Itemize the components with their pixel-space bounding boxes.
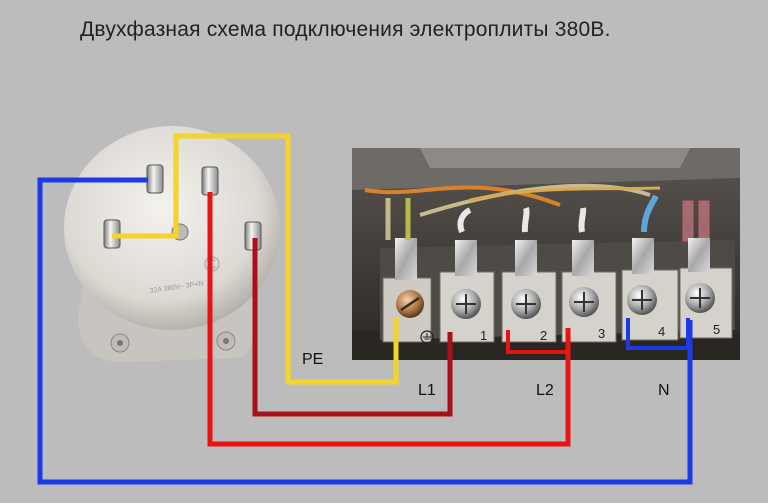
ground-terminal xyxy=(382,198,434,344)
socket-pin-l2 xyxy=(201,166,219,196)
wire-l2 xyxy=(207,192,571,447)
terminal-number: 2 xyxy=(540,328,547,343)
terminal-number: 3 xyxy=(598,326,605,341)
label-n: N xyxy=(658,382,670,399)
socket-pin-n xyxy=(146,164,164,194)
terminal-4: 4 xyxy=(621,194,679,341)
ground-symbol-icon xyxy=(420,330,434,344)
wire-l1 xyxy=(252,238,453,417)
terminal-5: 5 xyxy=(679,199,733,339)
terminal-1: 1 xyxy=(439,207,495,343)
terminal-number: 1 xyxy=(480,328,487,343)
label-l2: L2 xyxy=(536,382,554,399)
terminal-number: 4 xyxy=(658,324,665,339)
terminal-number: 5 xyxy=(713,322,720,337)
stove-socket: 32A 380V~ 3P+N xyxy=(64,126,280,362)
terminal-2: 2 xyxy=(501,207,557,343)
terminal-3: 3 xyxy=(561,207,617,343)
label-pe: PE xyxy=(302,351,323,368)
label-l1: L1 xyxy=(418,382,436,399)
wire-pe xyxy=(112,133,399,385)
wire-n xyxy=(37,177,693,485)
diagram-title: Двухфазная схема подключения электроплит… xyxy=(80,18,611,41)
